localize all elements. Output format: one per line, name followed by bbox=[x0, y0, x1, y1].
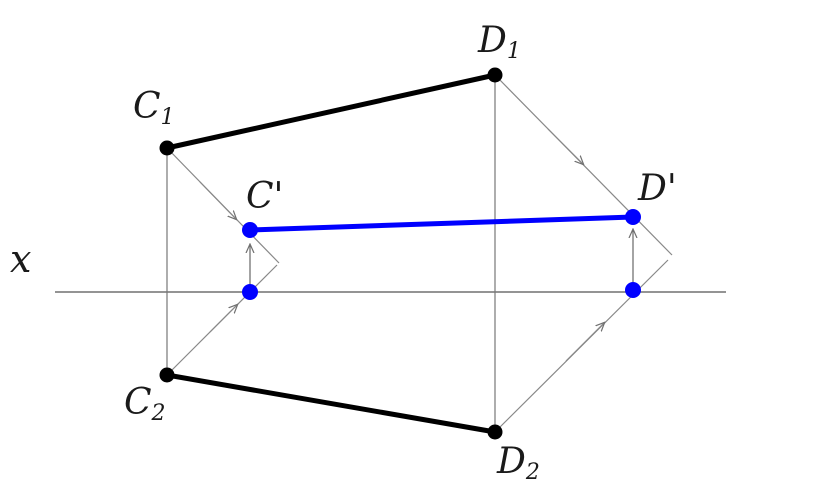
segment-c1-d1 bbox=[166, 72, 496, 151]
point-d2 bbox=[487, 424, 503, 440]
label-c1: C1 bbox=[133, 86, 175, 130]
label-cprime: C' bbox=[246, 176, 283, 217]
point-cprime bbox=[242, 222, 258, 238]
label-d1: D1 bbox=[477, 20, 521, 64]
point-dprime bbox=[625, 209, 641, 225]
label-dprime: D' bbox=[637, 168, 677, 209]
segment-cprime-dprime bbox=[249, 214, 634, 233]
segment-c2-d2 bbox=[166, 372, 496, 435]
construction-d2-arrow bbox=[565, 323, 604, 362]
label-d2: D2 bbox=[496, 441, 540, 485]
point-c-axis bbox=[242, 284, 258, 300]
point-d-axis bbox=[625, 282, 641, 298]
label-c2: C2 bbox=[124, 382, 166, 426]
x-axis-label: x bbox=[10, 237, 31, 281]
construction-d1-arrow bbox=[547, 128, 583, 164]
construction-c2-arrow bbox=[209, 305, 237, 333]
point-c1 bbox=[159, 140, 175, 156]
construction-c1-arrow bbox=[199, 181, 236, 219]
point-d1 bbox=[487, 67, 503, 83]
point-c2 bbox=[159, 367, 175, 383]
construction-d1-to-dprime bbox=[494, 74, 673, 256]
